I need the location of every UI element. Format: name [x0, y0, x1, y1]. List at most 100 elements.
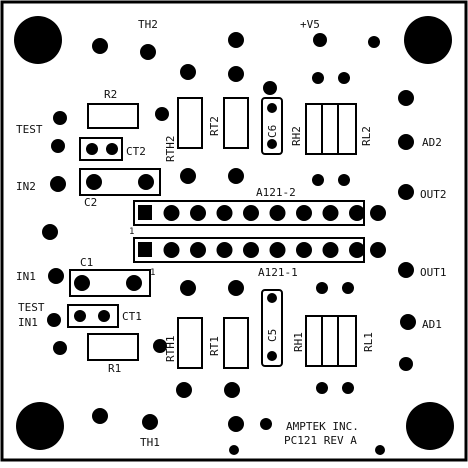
- pad: [140, 44, 156, 60]
- ic-pin-pad: [296, 205, 312, 221]
- ic-a121-2-pins: [163, 205, 365, 221]
- label-rt2: RT2: [208, 116, 221, 136]
- pad: [228, 280, 244, 296]
- pad: [106, 143, 118, 155]
- pad-out2: [398, 184, 414, 200]
- pad: [399, 357, 413, 371]
- pad: [338, 72, 350, 84]
- pad: [267, 351, 277, 361]
- pad: [180, 280, 196, 296]
- ic-pin-pad: [322, 205, 339, 221]
- mounting-hole-top-right: [404, 16, 452, 64]
- pad: [153, 339, 167, 353]
- label-th2: TH2: [138, 18, 158, 31]
- label-c6: C6: [266, 125, 279, 138]
- pad: [180, 168, 196, 184]
- label-rl2: RL2: [360, 126, 373, 146]
- pad-in2: [50, 176, 66, 192]
- resistor-rt1: [223, 317, 249, 369]
- pad-test-in1: [47, 313, 61, 327]
- pad: [267, 139, 277, 149]
- pad: [176, 382, 192, 398]
- label-a121-2: A121-2: [256, 186, 296, 199]
- ic-pin-pad: [296, 242, 312, 258]
- pad: [267, 293, 277, 303]
- pad: [370, 205, 386, 221]
- pad-test-top: [51, 139, 65, 153]
- ic-pin-pad: [190, 205, 206, 221]
- label-a121-1: A121-1: [258, 266, 298, 279]
- pad: [228, 32, 244, 48]
- pad: [342, 382, 354, 394]
- mounting-hole-bottom-left: [16, 402, 64, 450]
- pad: [312, 72, 324, 84]
- pad: [228, 66, 244, 82]
- ic-a121-1-pins: [163, 242, 365, 258]
- label-test-in1-a: TEST: [18, 301, 45, 314]
- label-rh2: RH2: [290, 126, 303, 146]
- board-name: AMPTEK INC.: [286, 420, 359, 433]
- pad: [155, 107, 169, 121]
- pad: [312, 174, 324, 186]
- pad: [126, 275, 142, 291]
- pad: [263, 81, 277, 95]
- board-revision: PC121 REV A: [284, 434, 357, 447]
- pad-ad1: [400, 314, 416, 330]
- pad: [98, 310, 110, 322]
- ic-pin-pad: [269, 205, 286, 221]
- ic-a121-1-pin1: [138, 242, 152, 257]
- ic-pin-pad: [163, 205, 180, 221]
- label-rth1: RTH1: [164, 336, 177, 363]
- label-pin1-top: 1: [129, 227, 134, 237]
- pad: [224, 382, 240, 398]
- label-test-in1-b: IN1: [18, 316, 38, 329]
- label-r2: R2: [104, 88, 117, 101]
- pad: [398, 90, 414, 106]
- pad-ad2: [398, 134, 414, 150]
- mounting-hole-top-left: [14, 16, 62, 64]
- label-out1: OUT1: [420, 266, 447, 279]
- pad: [180, 64, 196, 80]
- pad: [228, 168, 244, 184]
- pad: [316, 282, 328, 294]
- pad: [267, 103, 277, 113]
- pad: [42, 224, 58, 240]
- label-c2: C2: [84, 196, 97, 209]
- label-ct2: CT2: [126, 145, 146, 158]
- resistor-rt2: [223, 97, 249, 149]
- pad: [86, 174, 102, 190]
- pad: [74, 310, 86, 322]
- pad-v5: [313, 33, 327, 47]
- pad: [316, 382, 328, 394]
- pad: [368, 36, 380, 48]
- label-in1: IN1: [16, 270, 36, 283]
- pad: [338, 174, 350, 186]
- pad-th1: [142, 414, 158, 430]
- label-pin1-bottom: 1: [150, 268, 155, 278]
- label-rt1: RT1: [208, 336, 221, 356]
- pad: [86, 143, 98, 155]
- ic-pin-pad: [216, 205, 233, 221]
- pad: [342, 282, 354, 294]
- pad-in1: [48, 268, 64, 284]
- ic-pin-pad: [349, 242, 365, 258]
- label-rl1: RL1: [362, 332, 375, 352]
- label-out2: OUT2: [420, 188, 447, 201]
- mounting-hole-bottom-right: [406, 402, 454, 450]
- label-rh1: RH1: [292, 332, 305, 352]
- label-rth2: RTH2: [164, 136, 177, 163]
- ic-pin-pad: [349, 205, 365, 221]
- relay-rl2: [305, 103, 357, 155]
- ic-pin-pad: [243, 242, 259, 258]
- label-r1: R1: [108, 362, 121, 375]
- ic-pin-pad: [163, 242, 180, 258]
- label-c1: C1: [80, 256, 93, 269]
- ic-pin-pad: [216, 242, 233, 258]
- ic-pin-pad: [243, 205, 259, 221]
- label-in2: IN2: [16, 180, 36, 193]
- pad: [228, 416, 244, 432]
- pad: [74, 275, 90, 291]
- pad: [92, 408, 108, 424]
- ic-pin-pad: [269, 242, 286, 258]
